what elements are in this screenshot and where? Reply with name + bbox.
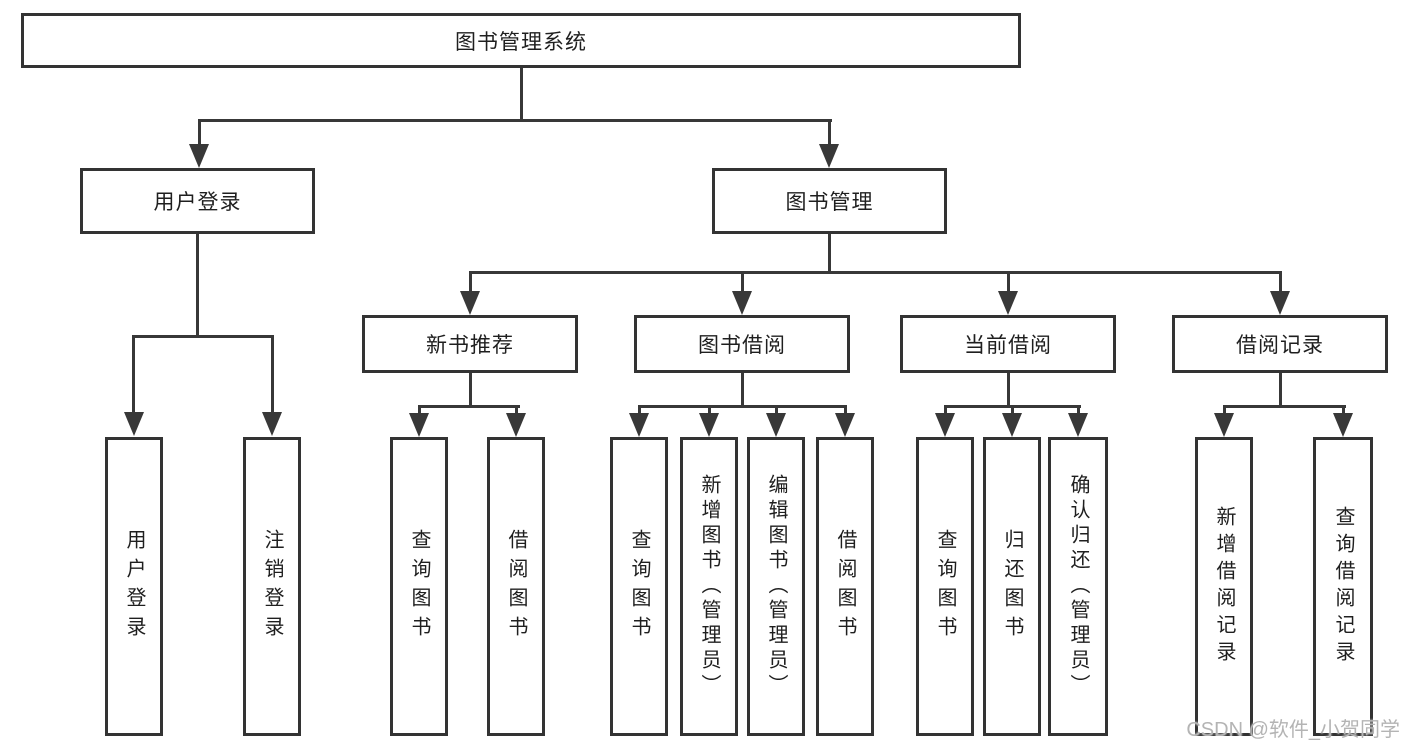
connector-line <box>1007 373 1010 408</box>
leaf-logout: 注销登录 <box>243 437 301 736</box>
arrow-down-icon <box>506 413 526 437</box>
node-user-login: 用户登录 <box>80 168 315 234</box>
connector-line <box>520 68 523 121</box>
node-current-borrowing-label: 当前借阅 <box>964 334 1052 357</box>
arrow-down-icon <box>1270 291 1290 315</box>
leaf-query-books-3: 查询图书 <box>916 437 974 736</box>
connector-line <box>469 373 472 408</box>
connector-line <box>638 405 641 417</box>
node-book-borrowing-label: 图书借阅 <box>698 334 786 357</box>
arrow-down-icon <box>699 413 719 437</box>
connector-line <box>741 373 744 408</box>
node-borrowing-records-label: 借阅记录 <box>1236 334 1324 357</box>
arrow-down-icon <box>766 413 786 437</box>
connector-line <box>708 405 711 417</box>
leaf-borrow-books-2: 借阅图书 <box>816 437 874 736</box>
connector-line <box>418 405 421 417</box>
arrow-down-icon <box>1002 413 1022 437</box>
node-book-borrowing: 图书借阅 <box>634 315 850 373</box>
arrow-down-icon <box>835 413 855 437</box>
connector-line <box>198 119 832 122</box>
connector-line <box>1223 405 1226 417</box>
node-root-label: 图书管理系统 <box>455 30 587 54</box>
leaf-query-books-2: 查询图书 <box>610 437 668 736</box>
arrow-down-icon <box>262 412 282 436</box>
connector-line <box>844 405 847 417</box>
node-root: 图书管理系统 <box>21 13 1021 68</box>
connector-line <box>132 335 274 338</box>
node-borrowing-records: 借阅记录 <box>1172 315 1388 373</box>
arrow-down-icon <box>629 413 649 437</box>
arrow-down-icon <box>460 291 480 315</box>
arrow-down-icon <box>935 413 955 437</box>
leaf-add-borrow-record: 新增借阅记录 <box>1195 437 1253 736</box>
node-book-management-label: 图书管理 <box>785 191 874 214</box>
arrow-down-icon <box>1333 413 1353 437</box>
arrow-down-icon <box>998 291 1018 315</box>
node-book-management: 图书管理 <box>712 168 947 234</box>
connector-line <box>469 271 1282 274</box>
connector-line <box>1223 405 1346 408</box>
connector-line <box>469 271 472 295</box>
csdn-watermark: CSDN @软件_小贺同学 <box>1186 719 1400 741</box>
leaf-query-borrow-record: 查询借阅记录 <box>1313 437 1373 736</box>
arrow-down-icon <box>124 412 144 436</box>
connector-line <box>1279 373 1282 408</box>
connector-line <box>1007 271 1010 295</box>
connector-line <box>196 234 199 338</box>
node-user-login-label: 用户登录 <box>153 191 242 214</box>
connector-line <box>271 335 274 414</box>
leaf-confirm-return-admin: 确认归还（管理员） <box>1048 437 1108 736</box>
connector-line <box>741 271 744 295</box>
connector-line <box>1011 405 1014 417</box>
connector-line <box>775 405 778 417</box>
connector-line <box>1342 405 1345 417</box>
node-new-book-recommend-label: 新书推荐 <box>426 334 514 357</box>
arrow-down-icon <box>732 291 752 315</box>
leaf-user-login: 用户登录 <box>105 437 163 736</box>
connector-line <box>1279 271 1282 295</box>
connector-line <box>515 405 518 417</box>
leaf-add-books-admin: 新增图书（管理员） <box>680 437 738 736</box>
arrow-down-icon <box>409 413 429 437</box>
node-new-book-recommend: 新书推荐 <box>362 315 578 373</box>
connector-line <box>944 405 947 417</box>
connector-line <box>1077 405 1080 417</box>
leaf-borrow-books-1: 借阅图书 <box>487 437 545 736</box>
arrow-down-icon <box>1214 413 1234 437</box>
leaf-return-books: 归还图书 <box>983 437 1041 736</box>
leaf-query-books-1: 查询图书 <box>390 437 448 736</box>
connector-line <box>828 234 831 274</box>
connector-line <box>198 119 201 146</box>
arrow-down-icon <box>819 144 839 168</box>
node-current-borrowing: 当前借阅 <box>900 315 1116 373</box>
connector-line <box>828 119 831 146</box>
arrow-down-icon <box>189 144 209 168</box>
connector-line <box>132 335 135 414</box>
connector-line <box>418 405 520 408</box>
connector-line <box>638 405 847 408</box>
leaf-edit-books-admin: 编辑图书（管理员） <box>747 437 805 736</box>
arrow-down-icon <box>1068 413 1088 437</box>
